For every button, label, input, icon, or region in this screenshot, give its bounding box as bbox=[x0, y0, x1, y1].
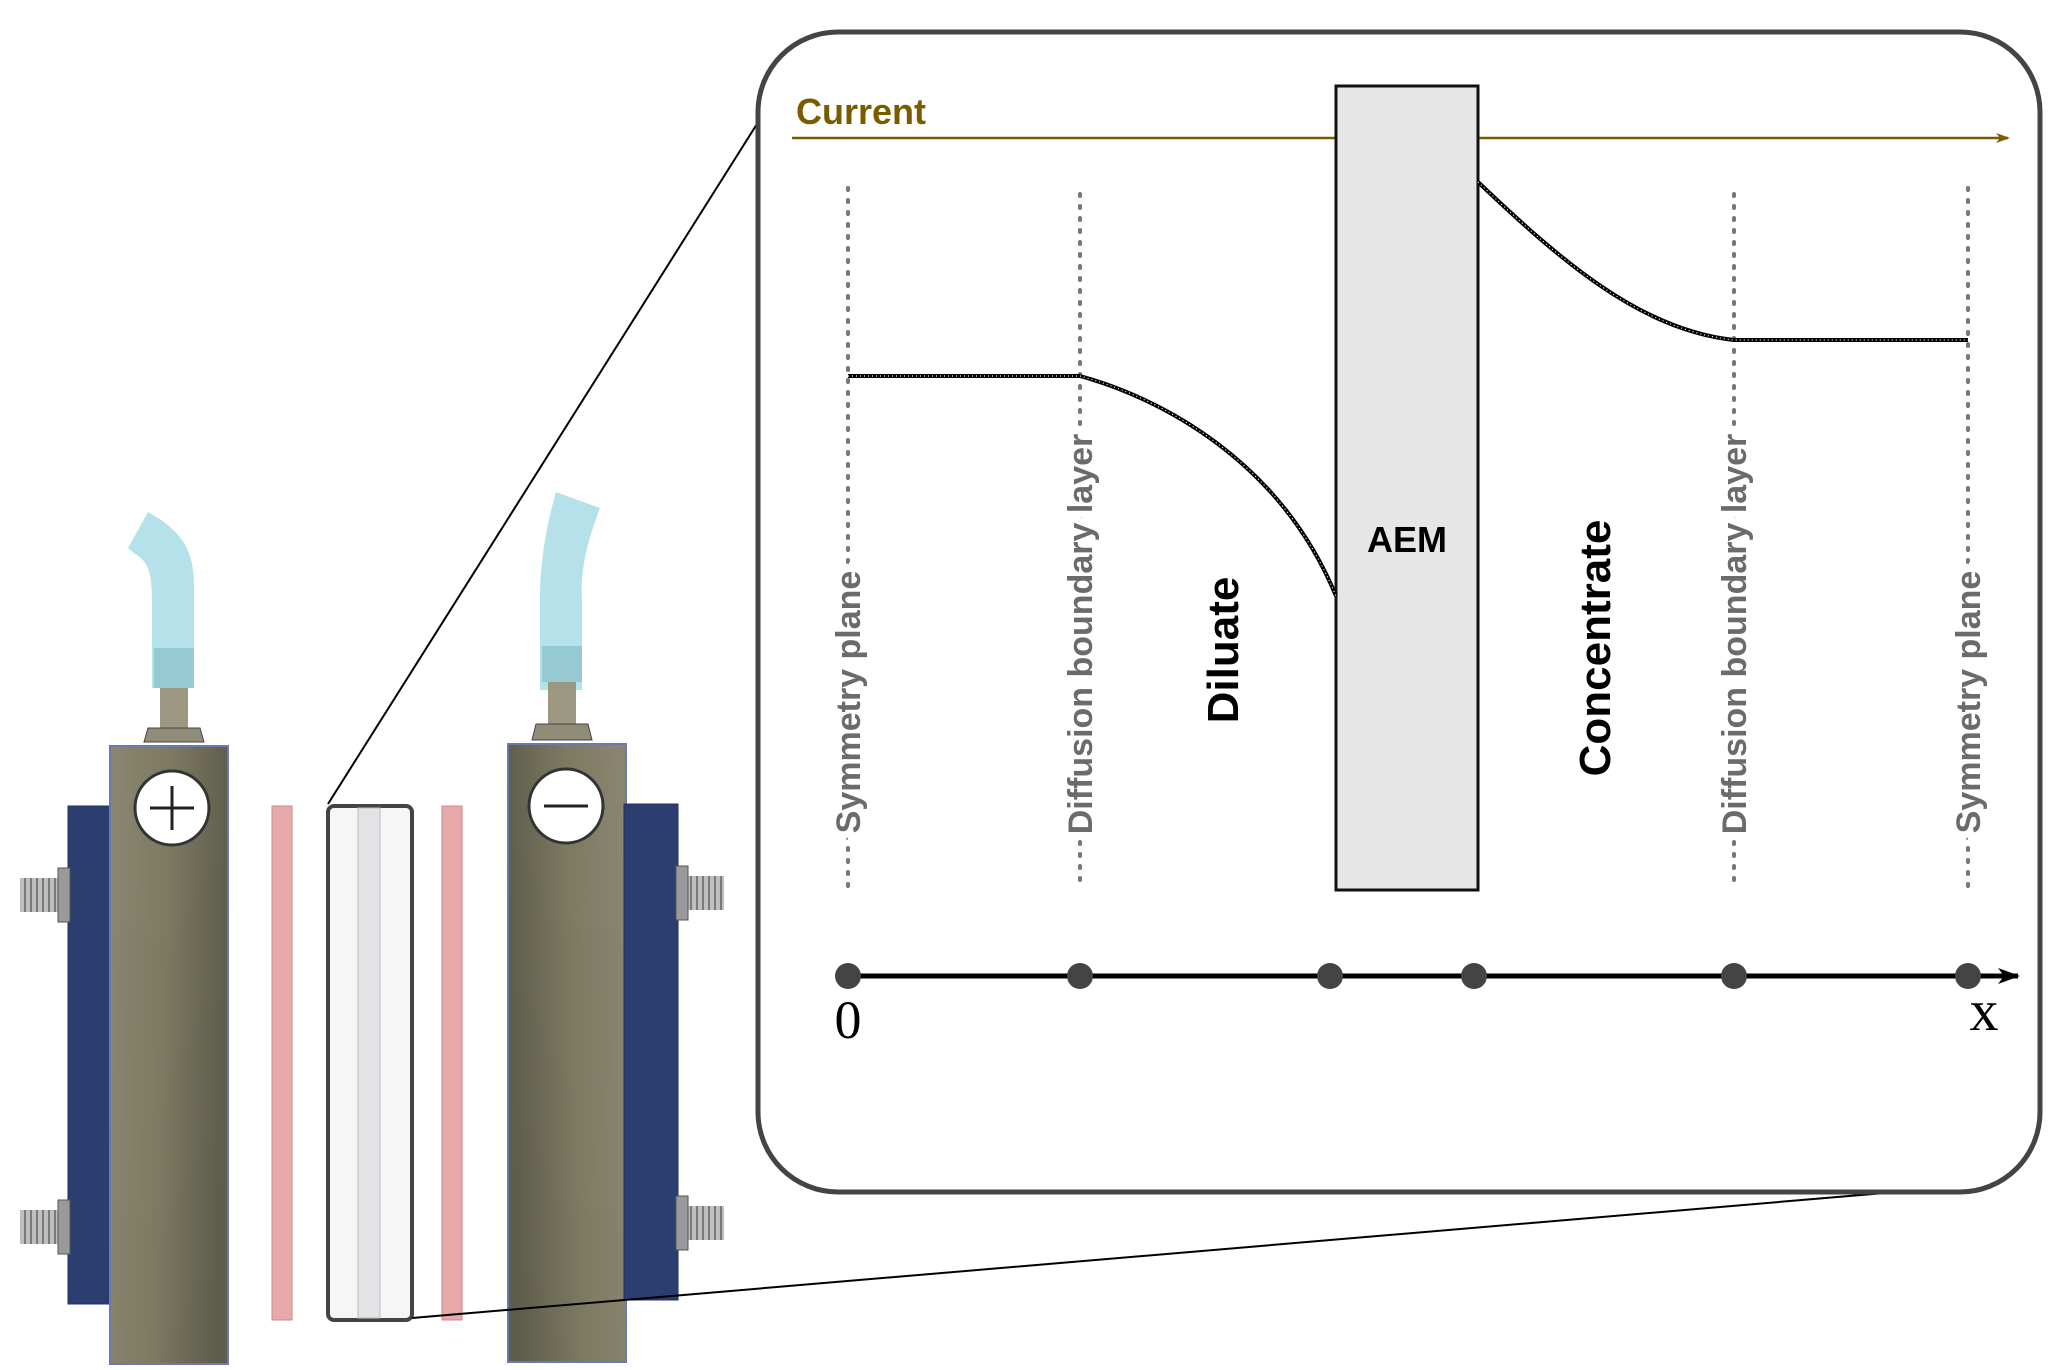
anode-tube bbox=[128, 512, 205, 743]
guides bbox=[846, 186, 1970, 892]
apparatus bbox=[20, 492, 724, 1365]
right-symmetry-label: Symmetry plane bbox=[1950, 571, 1988, 834]
anode-electrode bbox=[109, 745, 229, 1365]
gasket-left bbox=[271, 805, 293, 1321]
anode-symbol bbox=[133, 769, 211, 847]
axis-point-membrane-right bbox=[1461, 963, 1487, 989]
right-bolt-bottom bbox=[675, 1195, 724, 1251]
concentrate-label: Concentrate bbox=[1571, 520, 1620, 777]
axis-end-label: x bbox=[1970, 978, 1999, 1043]
axis-points bbox=[835, 963, 1981, 989]
left-backplate bbox=[67, 805, 113, 1305]
left-boundary-label: Diffusion boundary layer bbox=[1062, 434, 1100, 835]
concentration-profile bbox=[848, 180, 1968, 597]
zoom-line-bottom bbox=[411, 1189, 1921, 1319]
aem-membrane bbox=[1334, 84, 1480, 892]
zoom-panel: Current AEM Symmetry plane Diffusion bou… bbox=[755, 29, 2043, 1195]
current-label: Current bbox=[796, 91, 926, 132]
right-bolt-top bbox=[675, 865, 724, 921]
aem-label: AEM bbox=[1367, 519, 1447, 560]
membrane-stack bbox=[326, 804, 414, 1322]
cathode-tube bbox=[531, 492, 600, 741]
axis-origin-label: 0 bbox=[835, 990, 862, 1050]
axis-point-right-boundary bbox=[1721, 963, 1747, 989]
gasket-right bbox=[441, 805, 463, 1321]
cathode-symbol bbox=[527, 767, 605, 845]
left-bolt-bottom bbox=[20, 1199, 71, 1255]
axis-point-left-symmetry bbox=[835, 963, 861, 989]
left-bolt-top bbox=[20, 867, 71, 923]
right-backplate bbox=[623, 803, 679, 1301]
zoom-line-top bbox=[327, 115, 763, 805]
axis-point-membrane-left bbox=[1317, 963, 1343, 989]
left-symmetry-label: Symmetry plane bbox=[830, 571, 868, 834]
right-boundary-label: Diffusion boundary layer bbox=[1716, 434, 1754, 835]
cathode-electrode bbox=[507, 743, 627, 1363]
axis-point-left-boundary bbox=[1067, 963, 1093, 989]
concentrate-profile bbox=[1476, 180, 1968, 342]
axis-point-right-symmetry bbox=[1955, 963, 1981, 989]
diluate-label: Diluate bbox=[1199, 577, 1248, 724]
